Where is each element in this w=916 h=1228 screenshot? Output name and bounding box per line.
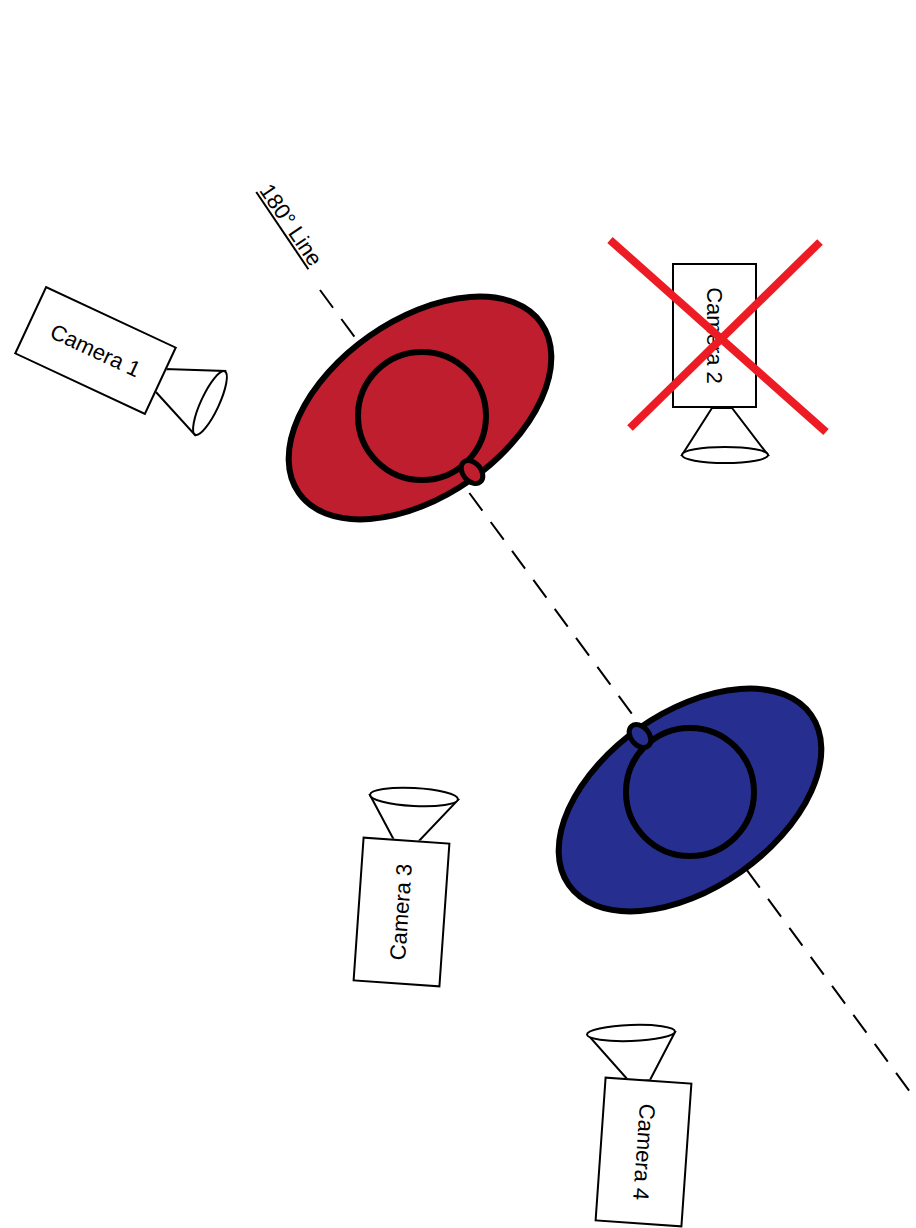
- line-label: 180° Line: [253, 179, 327, 271]
- blue-person: [518, 643, 861, 957]
- camera-box: Camera 3: [352, 837, 450, 988]
- camera-label: Camera 1: [46, 318, 145, 382]
- red-person: [248, 251, 591, 565]
- camera-box: Camera 1: [13, 285, 176, 414]
- camera-label: Camera 3: [385, 863, 418, 961]
- camera-box: Camera 4: [594, 1077, 692, 1228]
- camera-box: Camera 2: [672, 263, 757, 408]
- camera-label: Camera 2: [701, 287, 727, 384]
- camera-label: Camera 4: [627, 1103, 660, 1201]
- camera-lens: [155, 367, 768, 1080]
- axis-line: [320, 290, 916, 1100]
